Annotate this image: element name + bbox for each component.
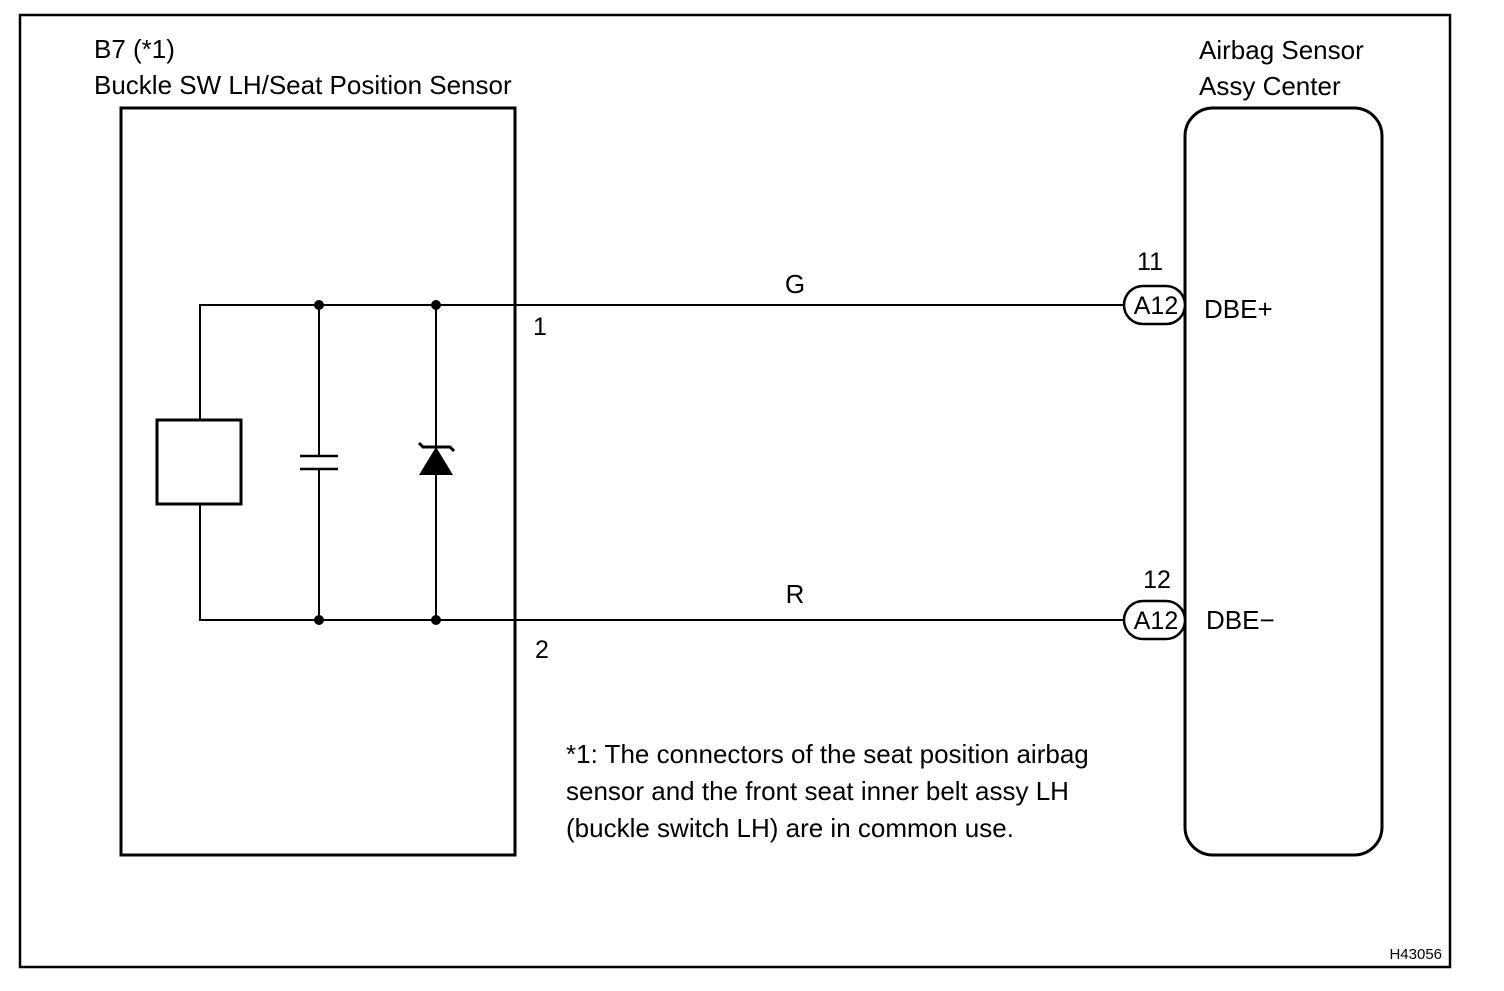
internal-circuit: [155, 300, 515, 625]
wire-r-color-label: R: [786, 579, 805, 609]
connector-a12-pin-12: [1122, 599, 1187, 641]
left-pin-1-label: 1: [533, 313, 547, 341]
footnote-line-1: *1: The connectors of the seat position …: [566, 739, 1089, 769]
figure-code: H43056: [1389, 946, 1442, 963]
junction-dot: [314, 615, 324, 625]
footnote-line-2: sensor and the front seat inner belt ass…: [566, 776, 1069, 806]
footnote-line-3: (buckle switch LH) are in common use.: [566, 813, 1014, 843]
right-pin-12-label: 12: [1143, 566, 1171, 594]
signal-dbe-plus: DBE+: [1204, 294, 1273, 324]
sensor-element-symbol: [155, 418, 243, 506]
left-component-name: Buckle SW LH/Seat Position Sensor: [94, 70, 512, 100]
right-component-box: [1183, 106, 1384, 857]
internal-wire-bottom-left: [199, 504, 319, 621]
capacitor-symbol: [300, 305, 338, 620]
junction-dot: [431, 615, 441, 625]
left-pin-2-label: 2: [535, 636, 549, 664]
connector-a12-pin-11: [1122, 284, 1187, 326]
signal-dbe-minus: DBE−: [1206, 605, 1275, 635]
connector-a12-label-top: A12: [1134, 292, 1178, 320]
internal-wire-top-left: [199, 304, 319, 420]
right-component-name-line1: Airbag Sensor: [1199, 35, 1364, 65]
diagram-frame: [18, 13, 1452, 969]
connector-a12-label-bottom: A12: [1134, 607, 1178, 635]
right-component-name-line2: Assy Center: [1199, 71, 1341, 101]
left-component-box: [119, 106, 517, 857]
left-component-ref: B7 (*1): [94, 34, 175, 64]
junction-dot: [314, 300, 324, 310]
junction-dot: [431, 300, 441, 310]
right-pin-11-label: 11: [1137, 248, 1163, 276]
zener-diode-symbol: [417, 305, 456, 620]
wire-g-color-label: G: [785, 269, 805, 299]
